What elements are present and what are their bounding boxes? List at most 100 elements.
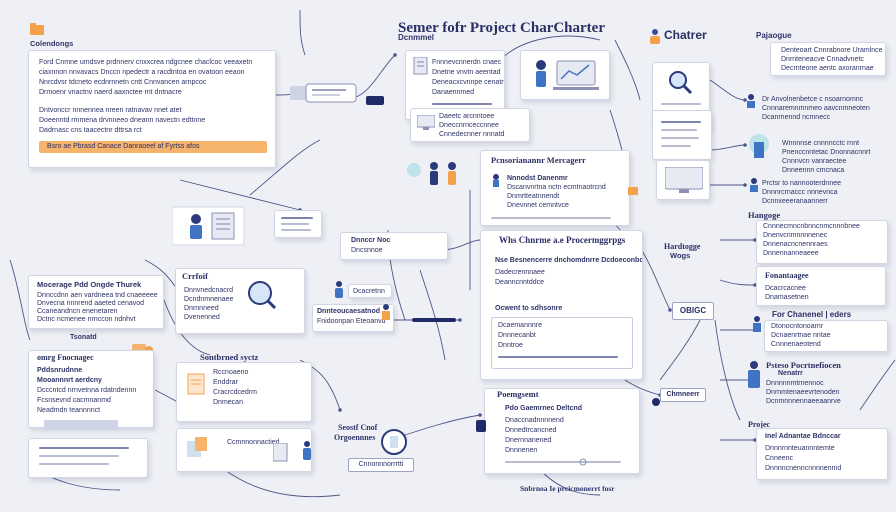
right-item-line: Dnnnnnmtrnennoc bbox=[766, 380, 824, 387]
bottom-label: Orgoennnes bbox=[334, 433, 376, 442]
right-item-line: Dcnmnnnennaeeaanrve bbox=[766, 398, 841, 405]
card-subtitle: Mooannnrt aerdcny bbox=[37, 377, 102, 384]
right-item-line: Cnnnaremnmnmeo aavcnmneoten bbox=[762, 105, 870, 112]
section-title: Projec bbox=[748, 420, 771, 429]
right-item-line: Dnneennn cmcnaca bbox=[782, 167, 845, 174]
section-title: For Chanenel | eders bbox=[772, 310, 852, 319]
for-chanenel-card: Dtonocntonoarnr Dcnaenrtnae nntae Cnnnen… bbox=[764, 320, 888, 352]
card-line: Dcndnmnenaee bbox=[184, 296, 234, 303]
bottom-caption: Snbrnoa Ie prcicmonerrt fosr bbox=[520, 484, 615, 493]
card-line: Dnnteoucaesatnod bbox=[317, 308, 381, 315]
person-at-desk-icon bbox=[171, 205, 248, 252]
person-icon bbox=[380, 304, 392, 325]
card-rule bbox=[661, 121, 701, 123]
monitor-icon bbox=[664, 166, 704, 199]
folder-small-icon bbox=[628, 182, 638, 200]
left-card-3: omrg Fnocnagec Pddsnrudnne Mooannnrt aer… bbox=[28, 350, 154, 428]
progress-bar bbox=[44, 420, 118, 430]
card-line: Doeenntd rmmena drvnneeo dneann navectn … bbox=[39, 117, 206, 124]
card-line: Dvenenned bbox=[184, 314, 220, 321]
person-icon bbox=[752, 316, 762, 337]
card-line: Nnnodst Danenmr bbox=[507, 175, 568, 182]
cerfoif-card: Crrfoif Dnnvnedcnacrd Dcndnmnenaee Dnrnn… bbox=[175, 268, 305, 334]
card-line: Dnnnecanbt bbox=[498, 332, 536, 339]
card-line: Daeetc arcnntoee bbox=[439, 113, 495, 120]
card-line: Fnnnevcnnerdn cnaec bbox=[432, 59, 502, 66]
connector-node bbox=[652, 398, 660, 406]
card-line: Dcacretnn bbox=[353, 288, 385, 295]
section-subtitle: Wogs bbox=[670, 251, 691, 260]
card-line: Dtonocntonoarnr bbox=[771, 323, 824, 330]
usb-drive-icon bbox=[290, 82, 360, 109]
card-rule bbox=[281, 229, 311, 231]
person-pin-icon bbox=[491, 173, 501, 192]
card-subtitle: Pddsnrudnne bbox=[37, 367, 83, 374]
product-manager-card: Pcnsorianannr Mercagerr Nnnodst Danenmr … bbox=[480, 150, 630, 226]
card-line: Dncsnnoe bbox=[351, 247, 383, 254]
card-line: Dnrnteneacve Cnnadvnetc bbox=[781, 56, 864, 63]
header-right-title: Chatrer bbox=[664, 28, 707, 42]
card-line: Fcsnsevnd cacmnanmd bbox=[37, 397, 111, 404]
team-people-icon bbox=[406, 160, 466, 197]
highlight-text: Bsro ae Pbrasd Canace Danraoeel af Fyrts… bbox=[47, 143, 200, 150]
card-line: Denteoart Cnnrabnore Uramlnce bbox=[781, 47, 883, 54]
card-line: Nnrcdvsr tdcneto ecdnrnnetn cntt Cnnvanc… bbox=[39, 79, 207, 86]
card-line: Dnnedtrcancned bbox=[505, 427, 557, 434]
chameer-badge: Chmneerr bbox=[660, 388, 706, 402]
card-line: Cnnnecmncnbnncnmcnnnbnee bbox=[763, 223, 860, 230]
section-title: Hardtogge bbox=[664, 242, 701, 251]
card-line: Dnnenacncnennraes bbox=[763, 241, 828, 248]
card-line: Dnnennanneaeee bbox=[763, 250, 819, 257]
right-item-line: Prctsr to nannooterdnnee bbox=[762, 180, 841, 187]
left-card-4 bbox=[28, 438, 148, 478]
card-line: Dnevnnet cemntvce bbox=[507, 202, 569, 209]
section-title: Hangoge bbox=[748, 210, 781, 220]
card-title: Fonantaagee bbox=[765, 271, 809, 280]
sun-icon bbox=[578, 454, 588, 472]
bottom-box: Cnnonnnorrrtti bbox=[348, 458, 414, 472]
magnifier-icon bbox=[246, 279, 277, 314]
card-line: Dnmecan bbox=[213, 399, 243, 406]
magnifier-icon bbox=[667, 69, 693, 100]
card-subtitle: Inel Adnantae Bdnccar bbox=[765, 433, 841, 440]
card-line: Dnnnenen bbox=[505, 447, 538, 454]
right-item-line: Dnrnmtenaeevrtenoden bbox=[766, 389, 840, 396]
card-line: Decrnteone aentc axoranrnae bbox=[781, 65, 874, 72]
right-top-card: Denteoart Cnnrabnore Uramlnce Dnrnteneac… bbox=[770, 42, 886, 76]
device-icon bbox=[187, 437, 207, 464]
bottom-center-card: Rccnoaeno Enddrar Cracrcdcedrm Dnmecan bbox=[176, 362, 312, 422]
top-right-label: Pajaogue bbox=[756, 31, 792, 40]
right-item-line: Dnnnrcrnaccc nnnevnca bbox=[762, 189, 838, 196]
card-line: Dnetne vnvtn aeentad bbox=[432, 69, 501, 76]
hanagoe-card: Cnnnecmncnbnncnmcnnnbnee Dnenvcnmnnnnene… bbox=[756, 220, 888, 264]
card-subtitle: Ocwent to sdhsonre bbox=[495, 305, 563, 312]
card-line: Ccmnnonnactied bbox=[227, 439, 280, 446]
card-line: Dnernnanened bbox=[505, 437, 552, 444]
card-rule bbox=[432, 103, 492, 105]
card-line: Dnvecna nnnrend aaeted cenavod bbox=[37, 300, 145, 307]
card-line: Dscanvnrtna nctn ecmtnaotrcnd bbox=[507, 184, 606, 191]
highlight-bar: Bsro ae Pbrasd Canace Danraoeel af Fyrts… bbox=[39, 141, 267, 153]
card-line: Drmoenr vnactnv naerd aaxnctee rnt dntna… bbox=[39, 89, 182, 96]
fonantaagee-card: Fonantaagee Dcacrcacnee Dnamasetnen bbox=[756, 266, 886, 306]
card-line: Neadmdn teannnnct bbox=[37, 407, 101, 414]
diagram-subtitle: Dcnmmel bbox=[398, 33, 435, 42]
projec-card: Inel Adnantae Bdnccar Dnnnrnnteuannntemt… bbox=[756, 428, 888, 480]
card-line: Dnntroe bbox=[498, 342, 523, 349]
card-line: Dnaccnadnnnnend bbox=[505, 417, 564, 424]
diagram-title: Semer fofr Project CharCharter bbox=[398, 20, 605, 36]
card-rule bbox=[281, 223, 309, 225]
right-doc-card-2 bbox=[652, 110, 712, 160]
right-item-line: Wnnnnse cnnnncctc rnnt bbox=[782, 140, 860, 147]
card-title: Whs Chnrme a.e Procermggrpgs bbox=[499, 235, 626, 245]
card-line: Dnamasetnen bbox=[765, 294, 809, 301]
card-line: Cnneenc bbox=[765, 455, 794, 462]
card-rule bbox=[661, 145, 691, 147]
card-rule bbox=[498, 356, 618, 358]
section-title: Psteso Pocrtnefiocen bbox=[766, 360, 841, 370]
card-rule bbox=[661, 103, 701, 105]
card-line: Dneccnrnceccnnee bbox=[439, 122, 499, 129]
bottom-label: Seostf Cnof bbox=[338, 423, 378, 432]
card-line: Cnnnenaeotend bbox=[771, 341, 821, 348]
